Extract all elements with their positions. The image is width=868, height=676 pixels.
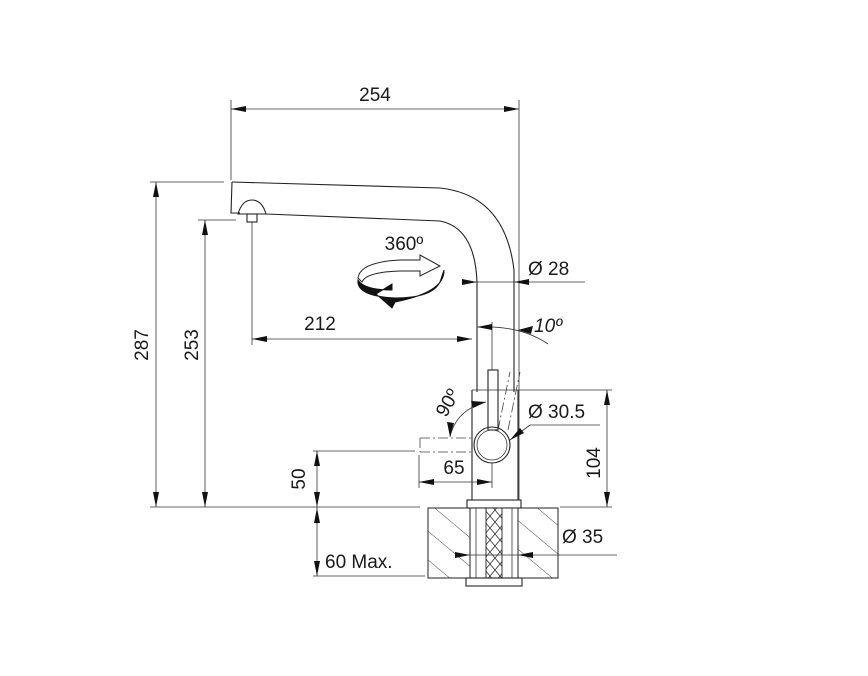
dim-outlet-height: 253	[182, 219, 236, 507]
label-60-max: 60 Max.	[325, 552, 393, 573]
dim-lever-height: 50	[289, 450, 415, 507]
label-diameter-28: Ø 28	[528, 259, 569, 280]
label-50: 50	[289, 468, 310, 489]
label-90-degrees: 90º	[432, 386, 464, 421]
label-254: 254	[359, 85, 391, 106]
label-104: 104	[584, 447, 605, 479]
dim-spout-diameter: Ø 28	[462, 259, 585, 285]
dim-lever-swing: 90º	[432, 386, 487, 438]
dim-lever-tilt: 10º	[476, 316, 563, 370]
label-10-degrees: 10º	[534, 316, 563, 337]
dim-countertop-thickness: 60 Max.	[313, 507, 425, 577]
countertop-section	[427, 507, 559, 587]
dim-spout-reach-outlet: 212	[251, 222, 472, 345]
label-diameter-30-5: Ø 30.5	[528, 402, 585, 423]
label-360: 360º	[385, 234, 424, 255]
dim-total-height: 287	[132, 181, 224, 507]
dim-body-height: 104	[520, 389, 612, 508]
dim-hole-diameter: Ø 35	[455, 527, 617, 558]
faucet-outline	[230, 181, 522, 509]
dim-body-diameter: Ø 30.5	[509, 402, 600, 441]
label-212: 212	[304, 314, 336, 335]
label-287: 287	[132, 329, 153, 361]
rotation-arrow-icon	[357, 254, 445, 309]
dim-lever-projection: 65	[418, 455, 493, 488]
rotation-indicator: 360º	[357, 234, 445, 309]
label-253: 253	[182, 329, 203, 361]
label-diameter-35: Ø 35	[562, 527, 603, 548]
label-65: 65	[443, 458, 464, 479]
